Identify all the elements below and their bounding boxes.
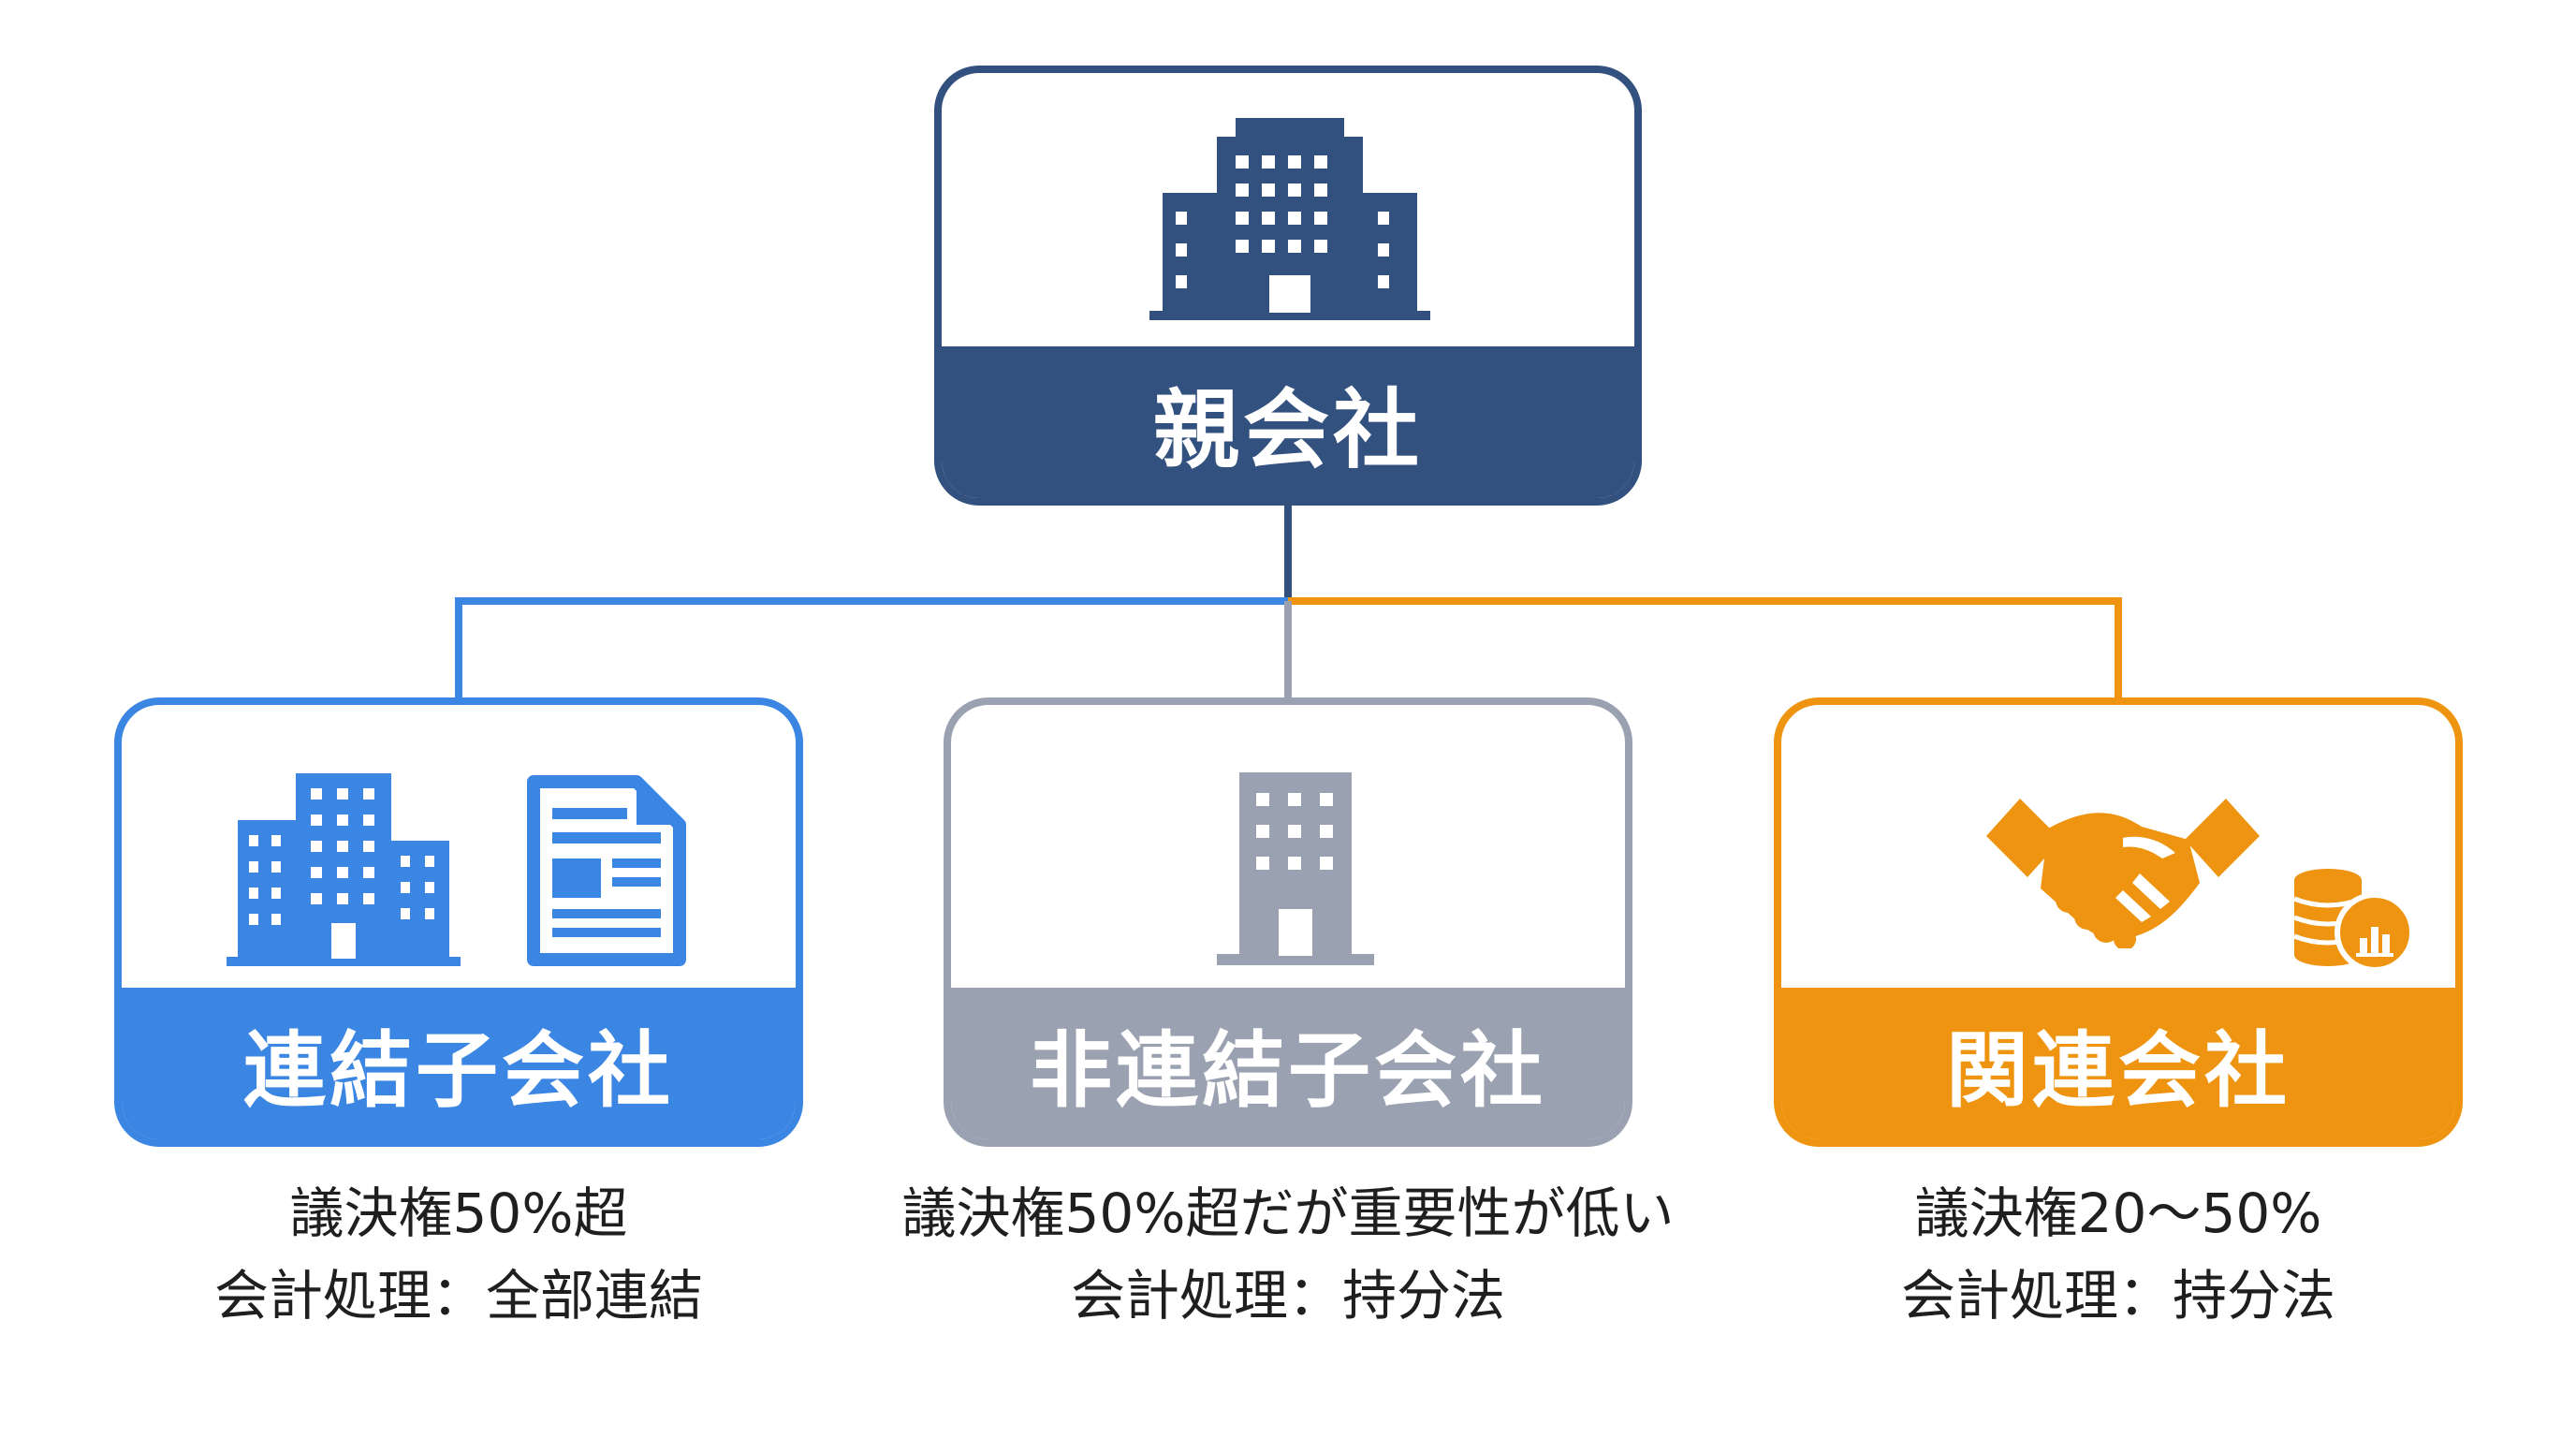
affiliate-description: 議決権20〜50% 会計処理：持分法 [1744, 1172, 2493, 1337]
parent-company-node: 親会社 [934, 66, 1642, 506]
consolidated-subsidiary-label: 連結子会社 [122, 988, 796, 1139]
non-consolidated-description: 議決権50%超だが重要性が低い 会計処理：持分法 [867, 1172, 1709, 1337]
office-building-icon [1217, 772, 1374, 965]
accounting-method-text: 会計処理：持分法 [1900, 1264, 2335, 1328]
non-consolidated-subsidiary-label: 非連結子会社 [951, 988, 1625, 1139]
voting-rights-text: 議決権50%超だが重要性が低い [901, 1181, 1675, 1245]
office-building-icon [1149, 118, 1430, 320]
document-icon [527, 775, 686, 966]
non-consolidated-subsidiary-node: 非連結子会社 [944, 697, 1632, 1147]
accounting-method-text: 会計処理：持分法 [1070, 1264, 1505, 1328]
connector-affiliate [1288, 597, 2122, 697]
consolidated-subsidiary-node: 連結子会社 [114, 697, 803, 1147]
handshake-icon [1986, 799, 2260, 948]
voting-rights-text: 議決権20〜50% [1914, 1181, 2322, 1245]
consolidated-description: 議決権50%超 会計処理：全部連結 [84, 1172, 833, 1337]
office-buildings-icon [227, 773, 461, 966]
accounting-method-text: 会計処理：全部連結 [213, 1264, 703, 1328]
parent-company-label: 親会社 [942, 346, 1634, 498]
connector-consolidated [455, 597, 1288, 697]
coin-stack-icon [2293, 869, 2415, 973]
affiliate-company-node: 関連会社 [1774, 697, 2463, 1147]
affiliate-company-label: 関連会社 [1781, 988, 2455, 1139]
voting-rights-text: 議決権50%超 [289, 1181, 628, 1245]
